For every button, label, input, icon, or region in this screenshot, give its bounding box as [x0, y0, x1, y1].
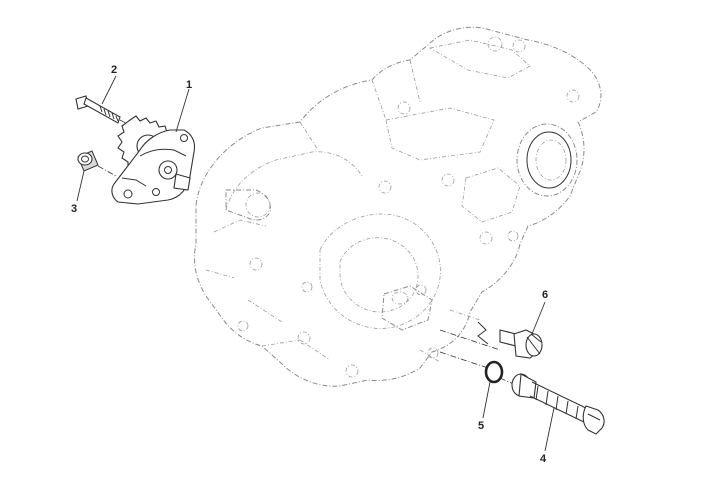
- oil-pump-gear-part-1: [111, 115, 196, 205]
- leader-6: [531, 301, 546, 335]
- callout-2: 2: [111, 64, 117, 76]
- crankcase-outline: [193, 26, 602, 387]
- leader-3: [76, 170, 85, 202]
- pump-mount-boss: [381, 285, 433, 331]
- crankcase-plug: [225, 189, 271, 221]
- crankcase-bearing-housing: [516, 123, 578, 197]
- screw-plug-part-6: [439, 321, 543, 359]
- leader-2: [101, 75, 117, 105]
- leader-lines: [76, 75, 555, 452]
- o-ring-part-5: [439, 351, 504, 384]
- callout-5: 5: [478, 420, 484, 432]
- callout-6: 6: [542, 289, 548, 301]
- callout-4: 4: [540, 453, 547, 465]
- leader-1: [175, 88, 190, 133]
- callout-labels: 1 2 3 4 5 6: [71, 64, 548, 465]
- leader-4: [544, 407, 555, 452]
- leader-5: [482, 381, 491, 419]
- bolt-part-2: [75, 95, 151, 137]
- callout-1: 1: [186, 79, 192, 91]
- oil-screen-part-4: [499, 373, 605, 435]
- sleeve-part-3: [77, 150, 117, 177]
- callout-3: 3: [71, 203, 77, 215]
- pump-body: [111, 129, 196, 205]
